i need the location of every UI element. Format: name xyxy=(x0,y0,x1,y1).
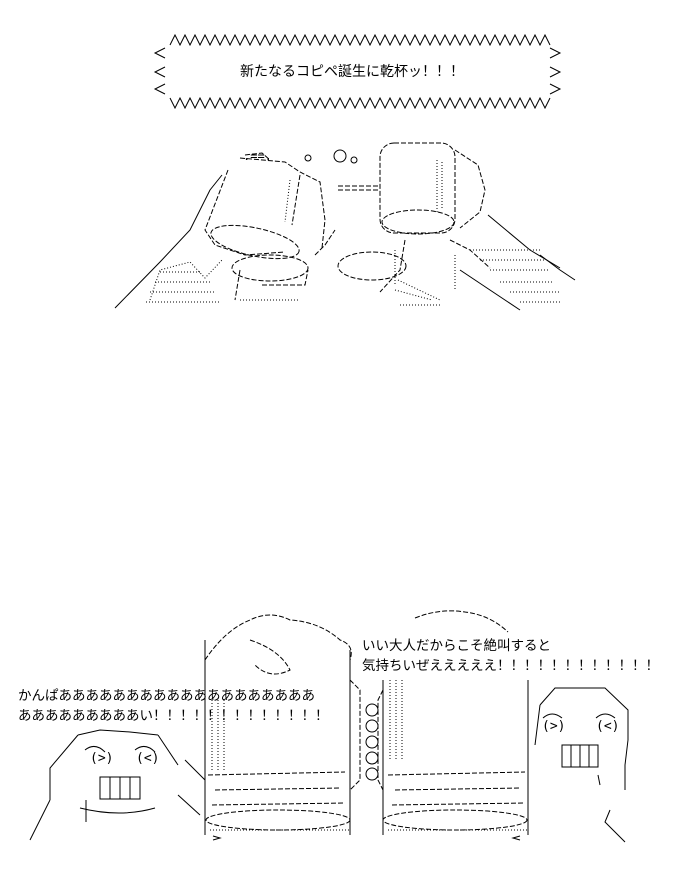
left-shout-line2: あああああああああい！！！！！！！！！！！！！ xyxy=(18,708,329,724)
svg-text:(<): (<) xyxy=(596,719,619,734)
laughing-face-icon: (>) (<) xyxy=(534,687,629,843)
svg-text:(<): (<) xyxy=(136,751,159,766)
right-shout-line1: いい大人だからこそ絶叫すると xyxy=(362,638,551,654)
beer-mug-icon xyxy=(204,614,361,841)
right-shout-line2: 気持ちいぜえええええ！！！！！！！！！！！！ xyxy=(362,658,659,674)
beer-mugs-toast-icon: .==. xyxy=(114,142,576,311)
left-shout-line1: かんぱあああああああああああああああああああ xyxy=(18,688,315,704)
laughing-face-icon: (>) (<) xyxy=(29,729,206,841)
svg-text:(>): (>) xyxy=(90,751,113,766)
svg-text:(>): (>) xyxy=(542,719,565,734)
beer-bubbles xyxy=(365,703,379,781)
banner-text: 新たなるコピペ誕生に乾杯ッ！！！ xyxy=(240,64,464,80)
beer-mug-icon xyxy=(377,610,529,841)
svg-text:.==.: .==. xyxy=(243,149,272,163)
banner-frame xyxy=(153,33,562,110)
